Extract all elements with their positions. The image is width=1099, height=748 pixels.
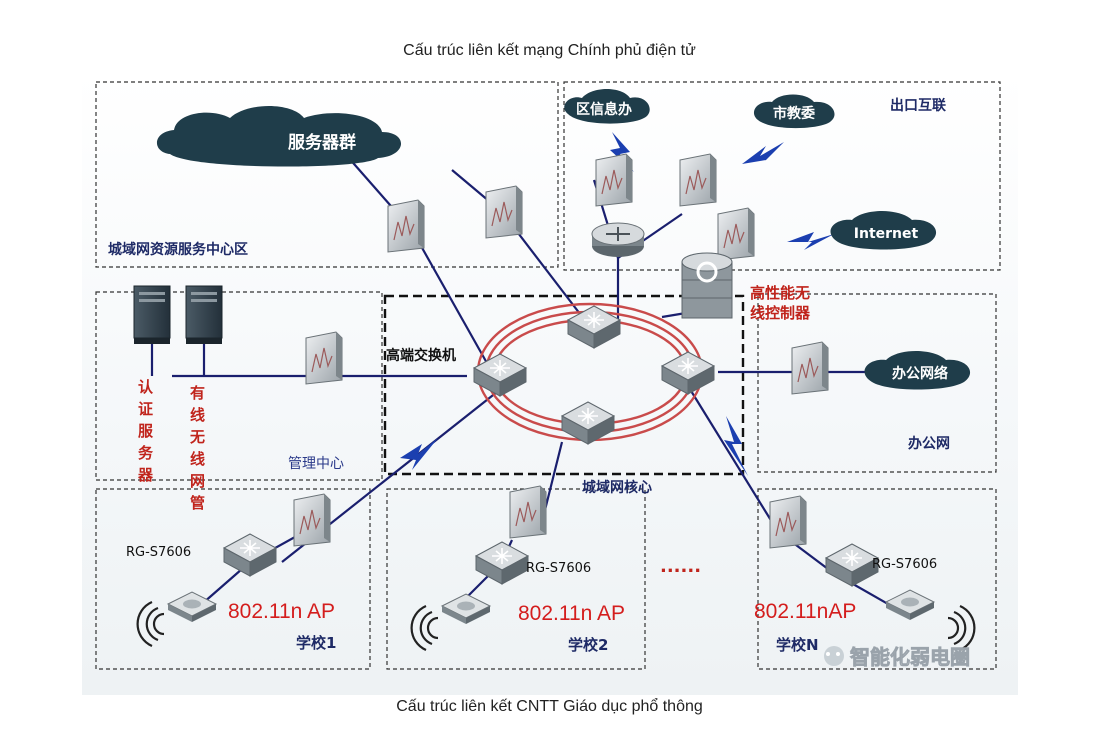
zone-management <box>95 291 383 481</box>
wired-wireless-management-label: 有 线 无 线 网 管 <box>189 384 205 512</box>
zone-internet-exit <box>563 81 1001 271</box>
cloud-internet-label: Internet <box>854 226 919 242</box>
core-switch-icon <box>661 351 715 395</box>
cloud-servers: 服务器群 <box>156 106 402 167</box>
watermark: 智能化弱电圈 <box>824 645 970 669</box>
zone-resource-center-label: 城域网资源服务中心区 <box>108 241 248 258</box>
access-point-icon <box>441 593 491 625</box>
zone-management-label: 管理中心 <box>288 456 344 472</box>
firewall-icon <box>293 493 331 547</box>
network-management-server-icon <box>185 285 223 345</box>
school-switch-icon <box>223 533 277 577</box>
svg-text:管: 管 <box>190 494 205 512</box>
access-point-icon <box>885 589 935 621</box>
cloud-city-edu: 市教委 <box>753 94 835 129</box>
zone-internet-exit-label: 出口互联 <box>890 97 947 114</box>
svg-text:认: 认 <box>138 378 154 396</box>
school-1-switch-label: RG-S7606 <box>126 545 191 560</box>
auth-server-icon <box>133 285 171 345</box>
bottom-caption: Cấu trúc liên kết CNTT Giáo dục phổ thôn… <box>396 698 703 715</box>
svg-text:务: 务 <box>138 444 154 462</box>
core-switch-icon <box>561 401 615 445</box>
zone-boxes <box>95 81 1001 670</box>
wireless-controller-icon <box>681 252 733 319</box>
zone-office-label: 办公网 <box>908 435 950 452</box>
zone-core-label: 城域网核心 <box>582 479 652 496</box>
cloud-internet: Internet <box>830 211 937 250</box>
zone-school-1 <box>95 488 371 670</box>
zone-resource-center <box>95 81 559 268</box>
network-topology-diagram: 服务器群 区信息办 市教委 Internet 办公网络 <box>82 72 1018 695</box>
svg-text:服: 服 <box>138 422 154 440</box>
firewall-icon <box>305 331 343 385</box>
school-1-name: 学校1 <box>296 634 336 652</box>
school-2-ap-label: 802.11n AP <box>518 602 625 625</box>
svg-text:有: 有 <box>190 384 205 402</box>
school-2-switch-label: RG-S7606 <box>526 561 591 576</box>
topology-svg: 服务器群 区信息办 市教委 Internet 办公网络 <box>95 81 1001 670</box>
auth-server-label: 认 证 服 务 器 <box>137 378 154 484</box>
zone-school-n <box>757 488 997 670</box>
wifi-signal-icon <box>410 604 440 652</box>
router-icon <box>591 222 645 258</box>
watermark-text: 智能化弱电圈 <box>850 645 970 669</box>
school-1-ap-label: 802.11n AP <box>228 600 335 623</box>
firewall-icon <box>717 207 755 261</box>
school-switch-icon <box>475 541 529 585</box>
school-n-ap-label: 802.11nAP <box>754 600 856 623</box>
firewall-icon <box>387 199 425 253</box>
school-n-name: 学校N <box>776 636 819 654</box>
firewall-icon <box>595 153 633 207</box>
wifi-signal-icon <box>946 604 976 652</box>
zone-core <box>383 294 745 476</box>
wireless-controller-label-line1: 高性能无 <box>750 284 810 302</box>
ellipsis-label: ...... <box>660 556 701 577</box>
school-switch-icon <box>825 543 879 587</box>
cloud-district-info-label: 区信息办 <box>576 101 632 118</box>
svg-text:网: 网 <box>190 472 205 490</box>
svg-text:器: 器 <box>137 466 154 484</box>
top-caption: Cấu trúc liên kết mạng Chính phủ điện tử <box>403 42 696 59</box>
wireless-controller-label-line2: 线控制器 <box>750 304 811 322</box>
cloud-city-edu-label: 市教委 <box>773 105 815 122</box>
high-end-switch-label: 高端交换机 <box>386 347 456 364</box>
svg-text:线: 线 <box>190 406 205 424</box>
svg-text:证: 证 <box>138 400 153 418</box>
zone-office <box>757 293 997 473</box>
access-point-icon <box>167 591 217 623</box>
firewall-icon <box>679 153 717 207</box>
svg-text:线: 线 <box>190 450 205 468</box>
firewall-icon <box>791 341 829 395</box>
school-2-name: 学校2 <box>568 636 608 654</box>
cloud-office-net-label: 办公网络 <box>892 365 948 382</box>
cloud-district-info: 区信息办 <box>564 89 650 124</box>
wifi-signal-icon <box>136 600 166 648</box>
wireless-links <box>400 132 834 476</box>
firewall-icon <box>485 185 523 239</box>
zone-school-2 <box>386 488 646 670</box>
cloud-servers-label: 服务器群 <box>288 132 356 153</box>
cloud-office-net: 办公网络 <box>864 351 971 390</box>
svg-text:无: 无 <box>189 428 205 446</box>
firewall-icon <box>509 485 547 539</box>
firewall-icon <box>769 495 807 549</box>
school-n-switch-label: RG-S7606 <box>872 557 937 572</box>
